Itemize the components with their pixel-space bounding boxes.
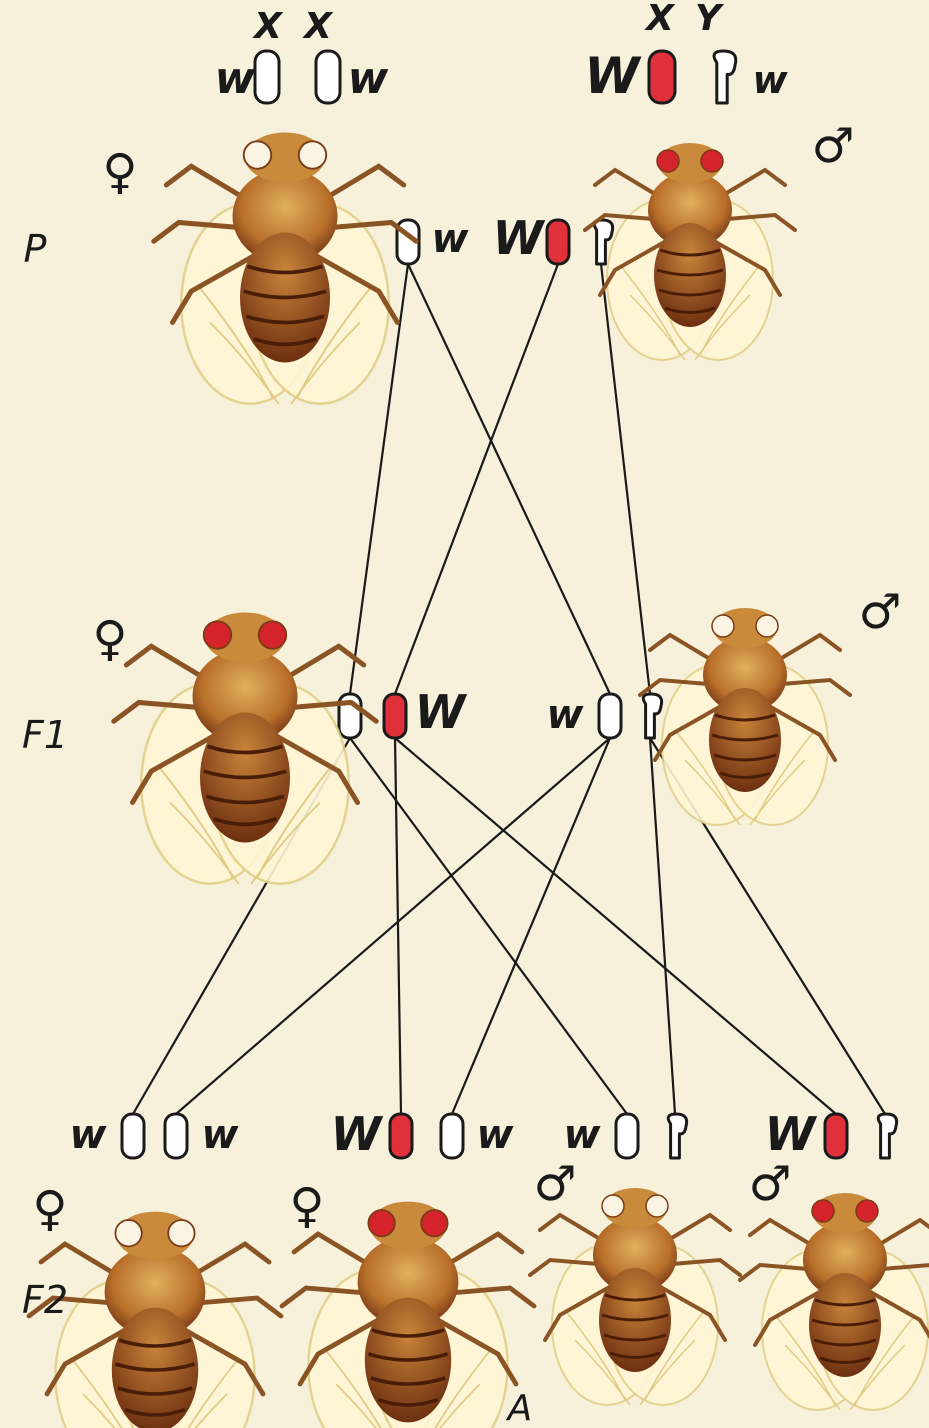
chr-f2-b2 [441,1114,463,1158]
fly-f2-female-2 [282,1202,534,1428]
chr-f2-a2 [165,1114,187,1158]
fly-eye [421,1210,447,1236]
fly-eye [368,1210,394,1236]
chr-f2-c1 [616,1114,638,1158]
allele-label-dominant: W [584,47,642,105]
chr-f1-m-x [599,694,621,738]
allele-label-dominant: W [493,211,546,265]
chr-f2-a1 [122,1114,144,1158]
female-symbol: ♀ [102,144,137,200]
fly-eye [244,141,272,169]
allele-label-recessive: w [752,58,788,102]
figure-caption: A [506,1388,533,1428]
fly-eye [646,1195,668,1217]
fly-f2-male-1 [530,1188,740,1405]
fly-eye [712,615,734,637]
chromosome-label-x: X [302,6,334,47]
fly-f1-female [114,613,377,884]
fly-f2-male-2 [740,1193,929,1410]
generation-label-f2: F2 [22,1278,68,1322]
chr-f2-b1-dominant [390,1114,412,1158]
chromosome-label-x: X [252,6,284,47]
chr-p-male-x-dominant [547,220,569,264]
connection-line [395,738,401,1114]
chr-f1-f-x2-dominant [384,694,406,738]
flies [29,133,929,1428]
allele-label-recessive: w [215,53,256,104]
male-symbol: ♂ [748,1156,791,1212]
allele-label-recessive: w [70,1112,108,1158]
allele-label-dominant: W [415,685,468,739]
fly-eye [115,1220,141,1246]
generation-label-p: P [24,227,47,271]
fly-eye [856,1200,878,1222]
chr-f2-d1-dominant [825,1114,847,1158]
chr-top-m-x-dominant [649,51,675,103]
male-symbol: ♂ [858,584,901,640]
allele-label-recessive: w [564,1112,602,1158]
female-symbol: ♀ [32,1181,67,1237]
fly-p-female [154,133,417,404]
fly-eye [812,1200,834,1222]
allele-label-recessive: w [348,53,389,104]
chromosome-label-x: X [644,0,676,39]
allele-label-dominant: W [765,1107,818,1161]
connection-line [408,264,610,694]
fly-eye [168,1220,194,1246]
connection-line [395,264,558,694]
fly-eye [701,150,723,172]
fly-eye [756,615,778,637]
generation-label-f1: F1 [22,713,68,757]
chromosome-label-y: Y [695,0,725,39]
chr-f2-d2 [878,1114,896,1158]
allele-label-recessive: w [202,1112,240,1158]
fly-eye [204,621,232,649]
female-symbol: ♀ [92,611,127,667]
chr-top-f-x2 [316,51,340,103]
allele-label-recessive: w [547,692,585,738]
chr-f1-m-y [643,694,661,738]
fly-f1-male [640,608,850,825]
female-symbol: ♀ [289,1178,324,1234]
male-symbol: ♂ [811,118,854,174]
allele-label-dominant: W [331,1107,384,1161]
fly-eye [602,1195,624,1217]
fly-p-male [585,143,795,360]
connection-line [650,738,675,1114]
fly-eye [299,141,327,169]
chr-f2-c2 [668,1114,686,1158]
allele-label-recessive: w [432,216,470,262]
chr-top-m-y [714,51,736,103]
chr-top-f-x1 [255,51,279,103]
allele-label-recessive: w [477,1112,515,1158]
male-symbol: ♂ [533,1156,576,1212]
fly-eye [657,150,679,172]
fly-eye [259,621,287,649]
